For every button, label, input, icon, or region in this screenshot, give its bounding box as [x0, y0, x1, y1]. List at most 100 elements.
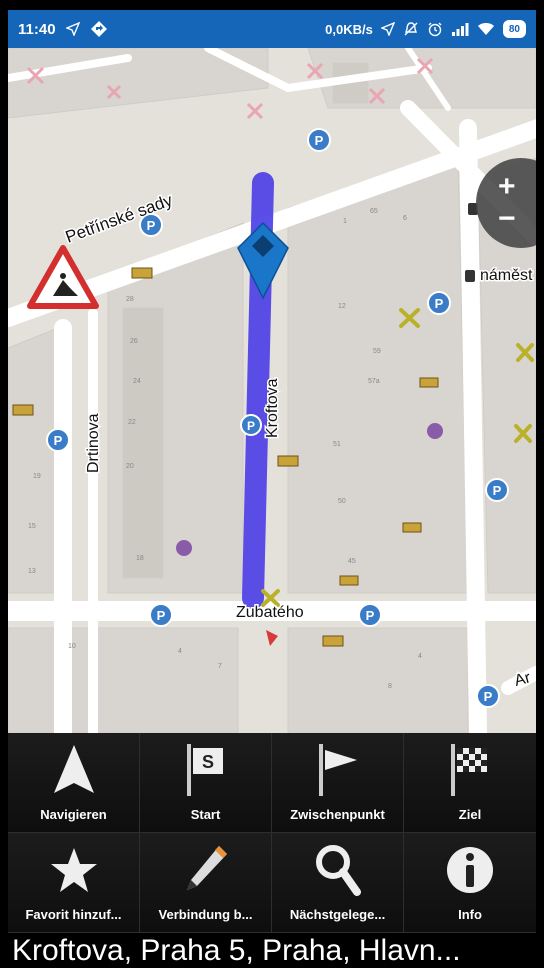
status-bar: 11:40 0,0KB/s 80 [8, 10, 536, 48]
waypoint-label: Zwischenpunkt [290, 807, 385, 822]
star-icon [49, 839, 99, 901]
waypoint-button[interactable]: Zwischenpunkt [272, 733, 404, 833]
hotel-icon [131, 267, 153, 279]
svg-text:12: 12 [338, 303, 346, 310]
svg-text:65: 65 [370, 208, 378, 215]
add-favorite-button[interactable]: Favorit hinzuf... [8, 833, 140, 933]
parking-icon: P [139, 213, 163, 237]
info-label: Info [458, 907, 482, 922]
svg-text:1: 1 [343, 218, 347, 225]
street-label-drtinova: Drtinova [85, 413, 102, 473]
parking-icon: P [427, 291, 451, 315]
hotel-icon [277, 455, 299, 467]
tools-icon [514, 424, 532, 443]
hotel-icon [322, 635, 344, 647]
svg-text:8: 8 [388, 683, 392, 690]
svg-text:28: 28 [126, 296, 134, 303]
food-icon [402, 522, 422, 533]
svg-text:P: P [147, 218, 156, 233]
svg-text:20: 20 [126, 463, 134, 470]
svg-text:P: P [157, 608, 166, 623]
red-pin-icon [266, 630, 278, 646]
zoom-out-button[interactable]: − [498, 202, 516, 235]
parking-icon: P [149, 603, 173, 627]
svg-text:45: 45 [348, 558, 356, 565]
hotel-icon [12, 404, 34, 416]
svg-text:4: 4 [178, 648, 182, 655]
nearby-label: Nächstgelege... [289, 907, 386, 922]
location-icon [380, 22, 395, 36]
navigate-arrow-icon [52, 739, 96, 801]
address-label: Kroftova, Praha 5, Praha, Hlavn... [8, 933, 540, 968]
theatre-icon [176, 540, 192, 556]
destination-button[interactable]: Ziel [404, 733, 536, 833]
magnifier-icon [313, 839, 363, 901]
svg-text:59: 59 [373, 348, 381, 355]
svg-text:15: 15 [28, 523, 36, 530]
destination-label: Ziel [458, 807, 482, 822]
street-label-zubateho: Zubatého [236, 604, 304, 621]
parking-icon: P [476, 684, 500, 708]
parking-icon: P [307, 128, 331, 152]
start-button[interactable]: S Start [140, 733, 272, 833]
street-label-kroftova: Kroftova [264, 378, 281, 438]
svg-text:22: 22 [128, 419, 136, 426]
svg-text:57a: 57a [368, 378, 380, 385]
theatre-icon [427, 423, 443, 439]
svg-text:P: P [493, 483, 502, 498]
food-icon [339, 575, 359, 586]
svg-text:P: P [247, 419, 255, 433]
svg-text:50: 50 [338, 498, 346, 505]
pencil-icon [181, 839, 231, 901]
svg-text:6: 6 [403, 215, 407, 222]
navigate-button[interactable]: Navigieren [8, 733, 140, 833]
svg-text:P: P [435, 296, 444, 311]
svg-text:10: 10 [68, 643, 76, 650]
svg-text:P: P [484, 689, 493, 704]
navigation-diamond-icon [90, 20, 108, 38]
navigate-label: Navigieren [40, 807, 107, 822]
svg-text:P: P [315, 133, 324, 148]
location-pin-icon[interactable] [237, 221, 289, 300]
alarm-icon [427, 21, 443, 37]
context-menu: Navigieren S Start Zwischenpunkt [8, 733, 536, 933]
svg-text:7: 7 [218, 663, 222, 670]
parking-icon: P [240, 414, 262, 436]
nearby-button[interactable]: Nächstgelege... [272, 833, 404, 933]
finish-flag-icon [445, 739, 495, 801]
zoom-in-button[interactable]: + [498, 170, 516, 203]
signal-icon [451, 22, 469, 36]
map-canvas[interactable]: P P P P P P P P [8, 48, 536, 733]
location-arrow-icon [65, 22, 80, 36]
map-view[interactable]: P P P P P P P P [8, 48, 536, 733]
svg-text:P: P [366, 608, 375, 623]
tram-stop-icon [465, 270, 475, 282]
tools-icon [261, 589, 280, 607]
svg-text:24: 24 [133, 378, 141, 385]
connection-label: Verbindung b... [158, 907, 253, 922]
info-button[interactable]: Info [404, 833, 536, 933]
svg-text:13: 13 [28, 568, 36, 575]
add-favorite-label: Favorit hinzuf... [25, 907, 122, 922]
street-label-namesti: náměst [480, 267, 533, 284]
svg-text:S: S [201, 752, 213, 772]
food-icon [419, 377, 439, 388]
bus-stop-icon [468, 203, 478, 215]
svg-text:18: 18 [136, 555, 144, 562]
svg-text:26: 26 [130, 338, 138, 345]
parking-icon: P [46, 428, 70, 452]
street-label-ar: Ar [513, 669, 534, 690]
info-icon [445, 839, 495, 901]
network-speed: 0,0KB/s [325, 21, 373, 37]
battery-indicator: 80 [502, 20, 526, 38]
svg-text:19: 19 [33, 473, 41, 480]
start-flag-icon: S [181, 739, 231, 801]
svg-text:51: 51 [333, 441, 341, 448]
connection-button[interactable]: Verbindung b... [140, 833, 272, 933]
wifi-icon [477, 22, 495, 36]
parking-icon: P [358, 603, 382, 627]
tools-icon [516, 343, 534, 362]
notification-muted-icon [403, 21, 419, 37]
svg-text:P: P [54, 433, 63, 448]
parking-icon: P [485, 478, 509, 502]
